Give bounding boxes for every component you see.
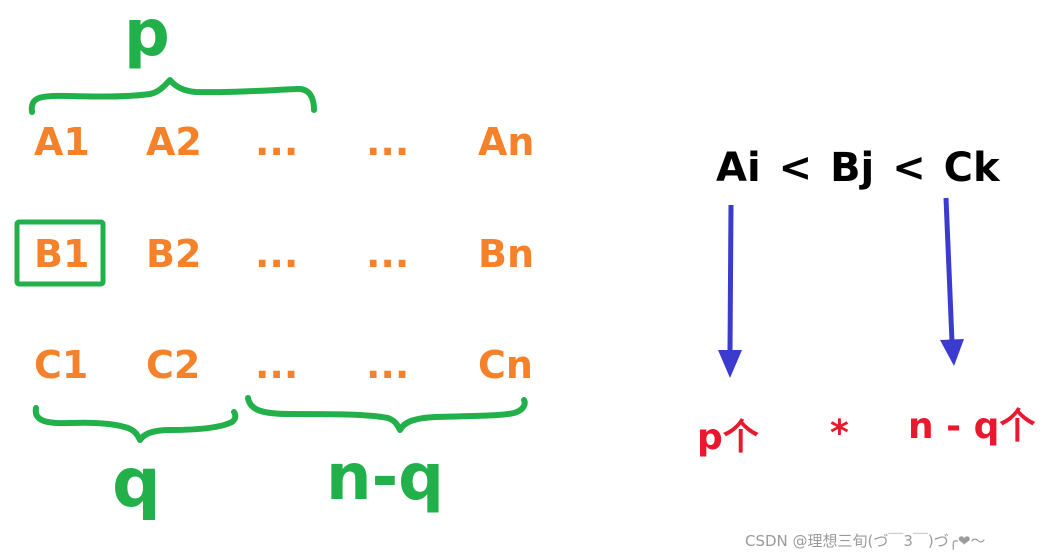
arrow-ai-head — [718, 350, 742, 378]
bottom-left-brace — [32, 405, 239, 443]
cell-b2: B2 — [146, 232, 202, 276]
cell-c1: C1 — [34, 343, 89, 387]
b1-highlight-box — [14, 219, 106, 287]
cell-a-ellipsis-1: ... — [255, 120, 299, 164]
result-right: n - q个 — [908, 406, 1036, 447]
top-brace — [28, 77, 317, 115]
cell-b1: B1 — [34, 232, 90, 276]
cell-a-ellipsis-2: ... — [366, 120, 410, 164]
formula-ai: Ai — [716, 145, 761, 191]
cell-b-ellipsis-2: ... — [366, 232, 410, 276]
inequality-formula: Ai < Bj < Ck — [716, 146, 1000, 190]
cell-c-ellipsis-2: ... — [366, 343, 410, 387]
cell-bn: Bn — [478, 232, 535, 276]
formula-bj: Bj — [830, 145, 875, 191]
formula-less-than-1: < — [778, 145, 813, 191]
top-brace-label-p: p — [124, 0, 170, 71]
cell-c2: C2 — [146, 343, 201, 387]
cell-b-ellipsis-1: ... — [255, 232, 299, 276]
bottom-left-brace-label-q: q — [112, 444, 161, 523]
arrow-ck-shaft — [943, 197, 955, 343]
formula-ck: Ck — [943, 145, 1000, 191]
result-times: * — [830, 413, 849, 454]
bottom-right-brace — [245, 395, 528, 433]
cell-a2: A2 — [146, 120, 202, 164]
result-left: p个 — [697, 417, 759, 458]
bottom-right-brace-label-n-q: n-q — [326, 441, 444, 515]
csdn-watermark: CSDN @理想三旬(づ￣3￣)づ╭❤～ — [745, 532, 986, 550]
arrow-ai-shaft — [727, 204, 734, 353]
cell-an: An — [478, 120, 535, 164]
formula-less-than-2: < — [892, 145, 926, 191]
cell-cn: Cn — [478, 343, 533, 387]
cell-a1: A1 — [34, 120, 90, 164]
arrow-ck-head — [940, 339, 964, 366]
cell-c-ellipsis-1: ... — [255, 343, 299, 387]
